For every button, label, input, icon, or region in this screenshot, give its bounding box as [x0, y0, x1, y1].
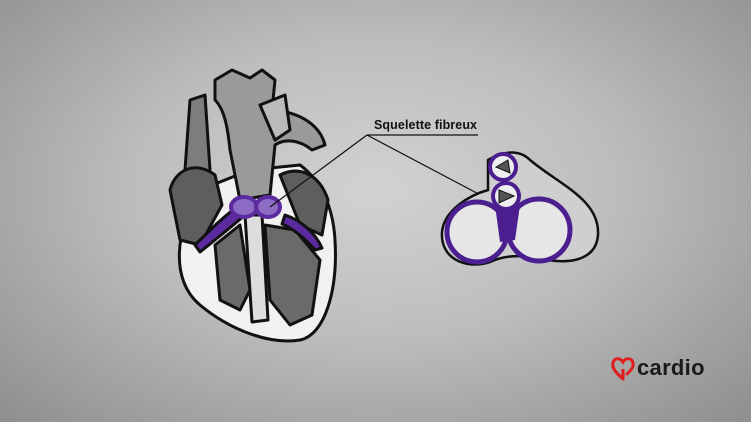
logo-text: cardio	[637, 355, 705, 380]
aortic-valve-leaflets	[498, 189, 516, 204]
right-skeleton	[280, 213, 324, 252]
leader-to-heart	[269, 134, 368, 208]
fibrous-trigone	[495, 205, 520, 242]
icardio-logo: cardio	[611, 355, 705, 381]
heart-diagram	[168, 68, 337, 343]
fibrous-skeleton-label: Squelette fibreux	[374, 118, 478, 132]
leader-to-valves	[366, 134, 491, 201]
pulmonary-valve-ring	[254, 195, 282, 219]
aortic-valve-ring	[229, 195, 259, 219]
heart-logo-icon	[611, 357, 635, 381]
pulmonary-artery	[258, 93, 292, 142]
leader-lines	[269, 134, 491, 208]
valve-cross-section	[440, 151, 600, 266]
pulmonary-valve-leaflets	[494, 159, 511, 174]
right-ventricle	[213, 223, 252, 312]
right-atrium	[168, 166, 224, 247]
left-atrium	[278, 169, 330, 237]
septum	[243, 213, 270, 324]
